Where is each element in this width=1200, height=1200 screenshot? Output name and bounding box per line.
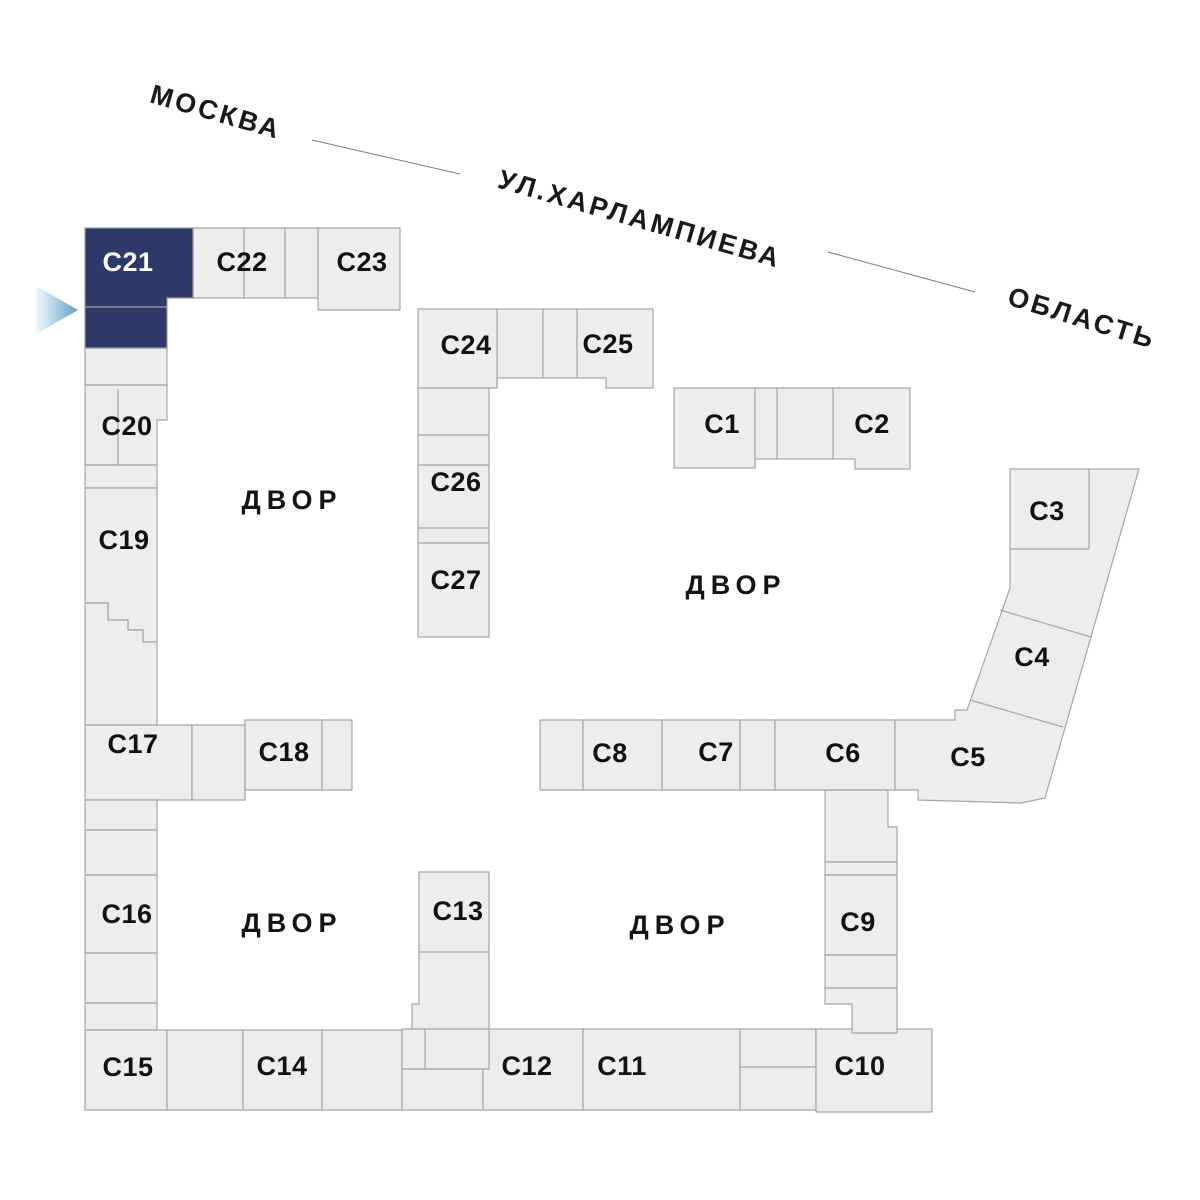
courtyard-label-bottom-left: ДВОР <box>241 908 342 938</box>
building-blocks <box>84 227 1140 1113</box>
building-label-c18: С18 <box>258 737 309 767</box>
building-label-c2: С2 <box>854 409 890 439</box>
building-segment[interactable] <box>84 829 158 876</box>
building-label-c22: С22 <box>216 247 267 277</box>
building-segment[interactable] <box>739 719 776 791</box>
building-segment[interactable] <box>321 719 353 791</box>
building-shape-c23[interactable] <box>317 227 401 311</box>
courtyard-labels: ДВОР ДВОР ДВОР ДВОР <box>241 485 786 940</box>
building-label-c6: С6 <box>825 738 861 768</box>
building-segment[interactable] <box>284 227 319 299</box>
street-label-oblast: ОБЛАСТЬ <box>1004 281 1159 354</box>
building-segment[interactable] <box>84 464 158 489</box>
building-label-c14: С14 <box>256 1051 307 1081</box>
building-label-c13: С13 <box>432 896 483 926</box>
building-segment[interactable] <box>539 719 584 791</box>
building-label-c23: С23 <box>336 247 387 277</box>
building-shape-c5[interactable] <box>894 468 1140 804</box>
building-segment[interactable] <box>739 1028 817 1111</box>
building-shape-c1[interactable] <box>673 387 911 470</box>
building-segment[interactable] <box>824 789 898 863</box>
building-segment[interactable] <box>401 1068 484 1111</box>
block-dividers <box>117 309 1092 1069</box>
building-segment[interactable] <box>191 724 246 801</box>
building-segment[interactable] <box>321 1029 403 1111</box>
street-line-2 <box>827 251 976 293</box>
courtyard-label-top-left: ДВОР <box>241 485 342 515</box>
building-label-c21: С21 <box>102 247 153 277</box>
building-label-c27: С27 <box>430 565 481 595</box>
building-segment[interactable] <box>84 952 158 1004</box>
building-label-c24: С24 <box>440 330 491 360</box>
building-label-c15: С15 <box>102 1052 153 1082</box>
building-label-c12: С12 <box>501 1051 552 1081</box>
building-shape-c21-lower[interactable] <box>84 306 168 349</box>
building-label-c19: С19 <box>98 525 149 555</box>
street-label-moskva: МОСКВА <box>147 79 285 145</box>
building-segment[interactable] <box>824 861 898 876</box>
building-segment[interactable] <box>84 799 158 831</box>
building-labels: С21 С22 С23 С24 С25 С26 С27 С1 С2 С3 С4 … <box>98 247 1064 1082</box>
building-segment[interactable] <box>824 987 898 1034</box>
building-label-c16: С16 <box>101 899 152 929</box>
building-label-c1: С1 <box>704 409 740 439</box>
building-segment[interactable] <box>84 347 168 386</box>
building-label-c25: С25 <box>582 329 633 359</box>
building-label-c3: С3 <box>1029 496 1065 526</box>
building-label-c8: С8 <box>592 738 628 768</box>
building-label-c20: С20 <box>101 411 152 441</box>
building-segment[interactable] <box>84 1002 158 1031</box>
building-label-c9: С9 <box>840 907 876 937</box>
courtyard-label-bottom-right: ДВОР <box>629 910 730 940</box>
building-label-c26: С26 <box>430 467 481 497</box>
street-label-kharlampieva: УЛ.ХАРЛАМПИЕВА <box>495 164 785 274</box>
highlighted-building-c21 <box>84 227 194 349</box>
building-label-c7: С7 <box>698 737 734 767</box>
building-label-c5: С5 <box>950 742 986 772</box>
location-pointer-icon <box>36 286 78 334</box>
building-segment[interactable] <box>166 1029 244 1111</box>
building-segment[interactable] <box>824 954 898 989</box>
building-label-c4: С4 <box>1014 642 1050 672</box>
street-line-1 <box>311 139 461 175</box>
building-label-c17: С17 <box>107 729 158 759</box>
building-label-c10: С10 <box>834 1051 885 1081</box>
courtyard-label-right: ДВОР <box>685 570 786 600</box>
building-shape-c13[interactable] <box>401 871 490 1070</box>
building-label-c11: С11 <box>597 1051 647 1081</box>
